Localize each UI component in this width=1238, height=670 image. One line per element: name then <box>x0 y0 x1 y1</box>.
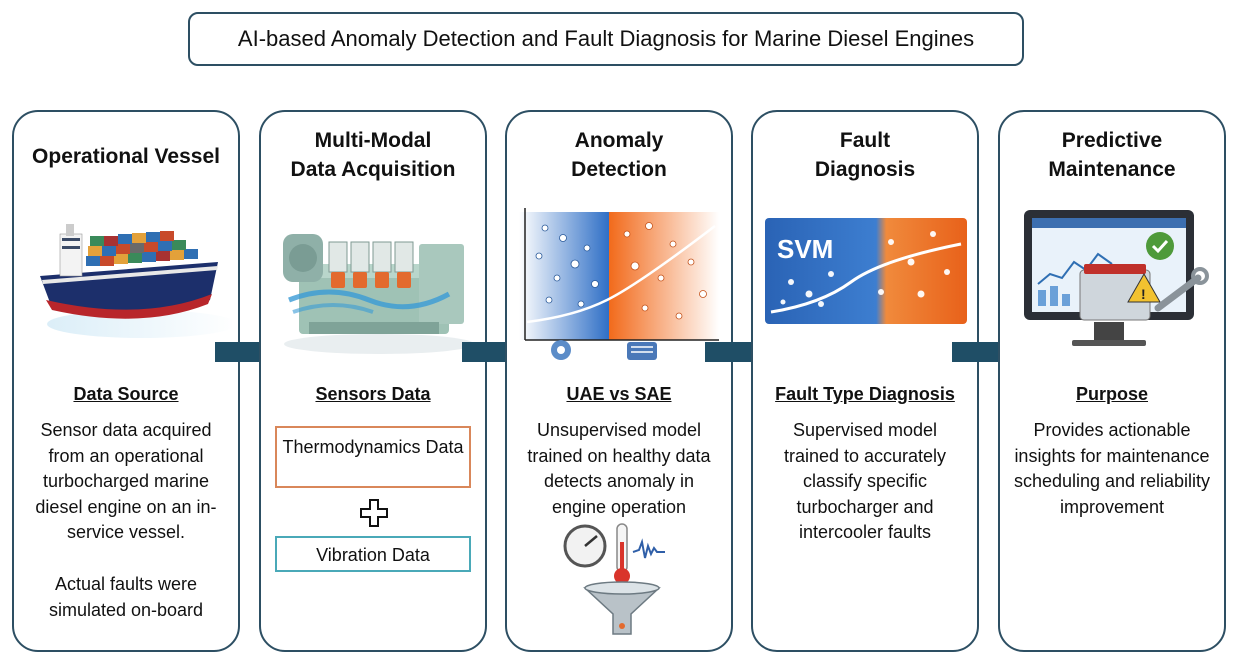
gauge-thermometer-filter-icon <box>563 523 665 635</box>
marine-engine-icon <box>283 234 474 354</box>
panel-note-text: Actual faults were simulated on-board <box>48 574 204 620</box>
panel-body-text: Unsupervised model trained on healthy da… <box>527 420 711 517</box>
section-heading: Purpose <box>1075 384 1149 404</box>
panel-title-line-2: Data Acquisition <box>290 158 456 181</box>
section-heading: Fault Type Diagnosis <box>775 384 955 404</box>
panel-title-line-2: Detection <box>571 158 667 181</box>
panel-fault-diagnosis: Fault Diagnosis SVM Fault Type Diagnosis… <box>751 110 979 652</box>
diagram-title: AI-based Anomaly Detection and Fault Dia… <box>188 12 1024 66</box>
vibration-data-box: Vibration Data <box>275 536 471 572</box>
panel-title: Predictive Maintenance <box>1000 126 1224 184</box>
panel-title-line-2: Maintenance <box>1048 158 1176 181</box>
thermodynamics-data-box: Thermodynamics Data <box>275 426 471 488</box>
panel-title-line-1: Predictive <box>1061 129 1163 152</box>
panel-operational-vessel: Operational Vessel <box>12 110 240 652</box>
container-ship-icon <box>40 224 232 338</box>
panel-anomaly-detection: Anomaly Detection UAE <box>505 110 733 652</box>
svm-label: SVM <box>777 234 833 264</box>
panel-body-text: Provides actionable insights for mainten… <box>1013 420 1211 517</box>
panel-title-line-1: Fault <box>839 129 891 152</box>
panel-title: Multi-Modal Data Acquisition <box>261 126 485 184</box>
panel-body-text: Sensor data acquired from an operational… <box>35 420 217 542</box>
anomaly-scatter-icon <box>519 208 719 360</box>
panel-title: Operational Vessel <box>32 145 220 168</box>
panel-title-line-2: Diagnosis <box>814 158 916 181</box>
section-heading: Data Source <box>73 384 179 404</box>
section-heading: UAE vs SAE <box>566 384 672 404</box>
panel-body-text: Supervised model trained to accurately c… <box>783 420 947 542</box>
monitor-dashboard-icon: ! <box>1024 210 1209 346</box>
panel-title-line-1: Multi-Modal <box>314 129 432 152</box>
section-heading: Sensors Data <box>315 384 431 404</box>
panel-data-acquisition: Multi-Modal Data Acquisition Sensors Dat… <box>259 110 487 652</box>
panel-title: Anomaly Detection <box>507 126 731 184</box>
svg-text:!: ! <box>1141 286 1146 302</box>
svm-classifier-icon: SVM <box>765 218 967 324</box>
panel-predictive-maintenance: Predictive Maintenance ! Purpose Provide… <box>998 110 1226 652</box>
plus-icon <box>360 499 388 527</box>
panel-title-line-1: Anomaly <box>574 129 664 152</box>
panel-title: Fault Diagnosis <box>753 126 977 184</box>
